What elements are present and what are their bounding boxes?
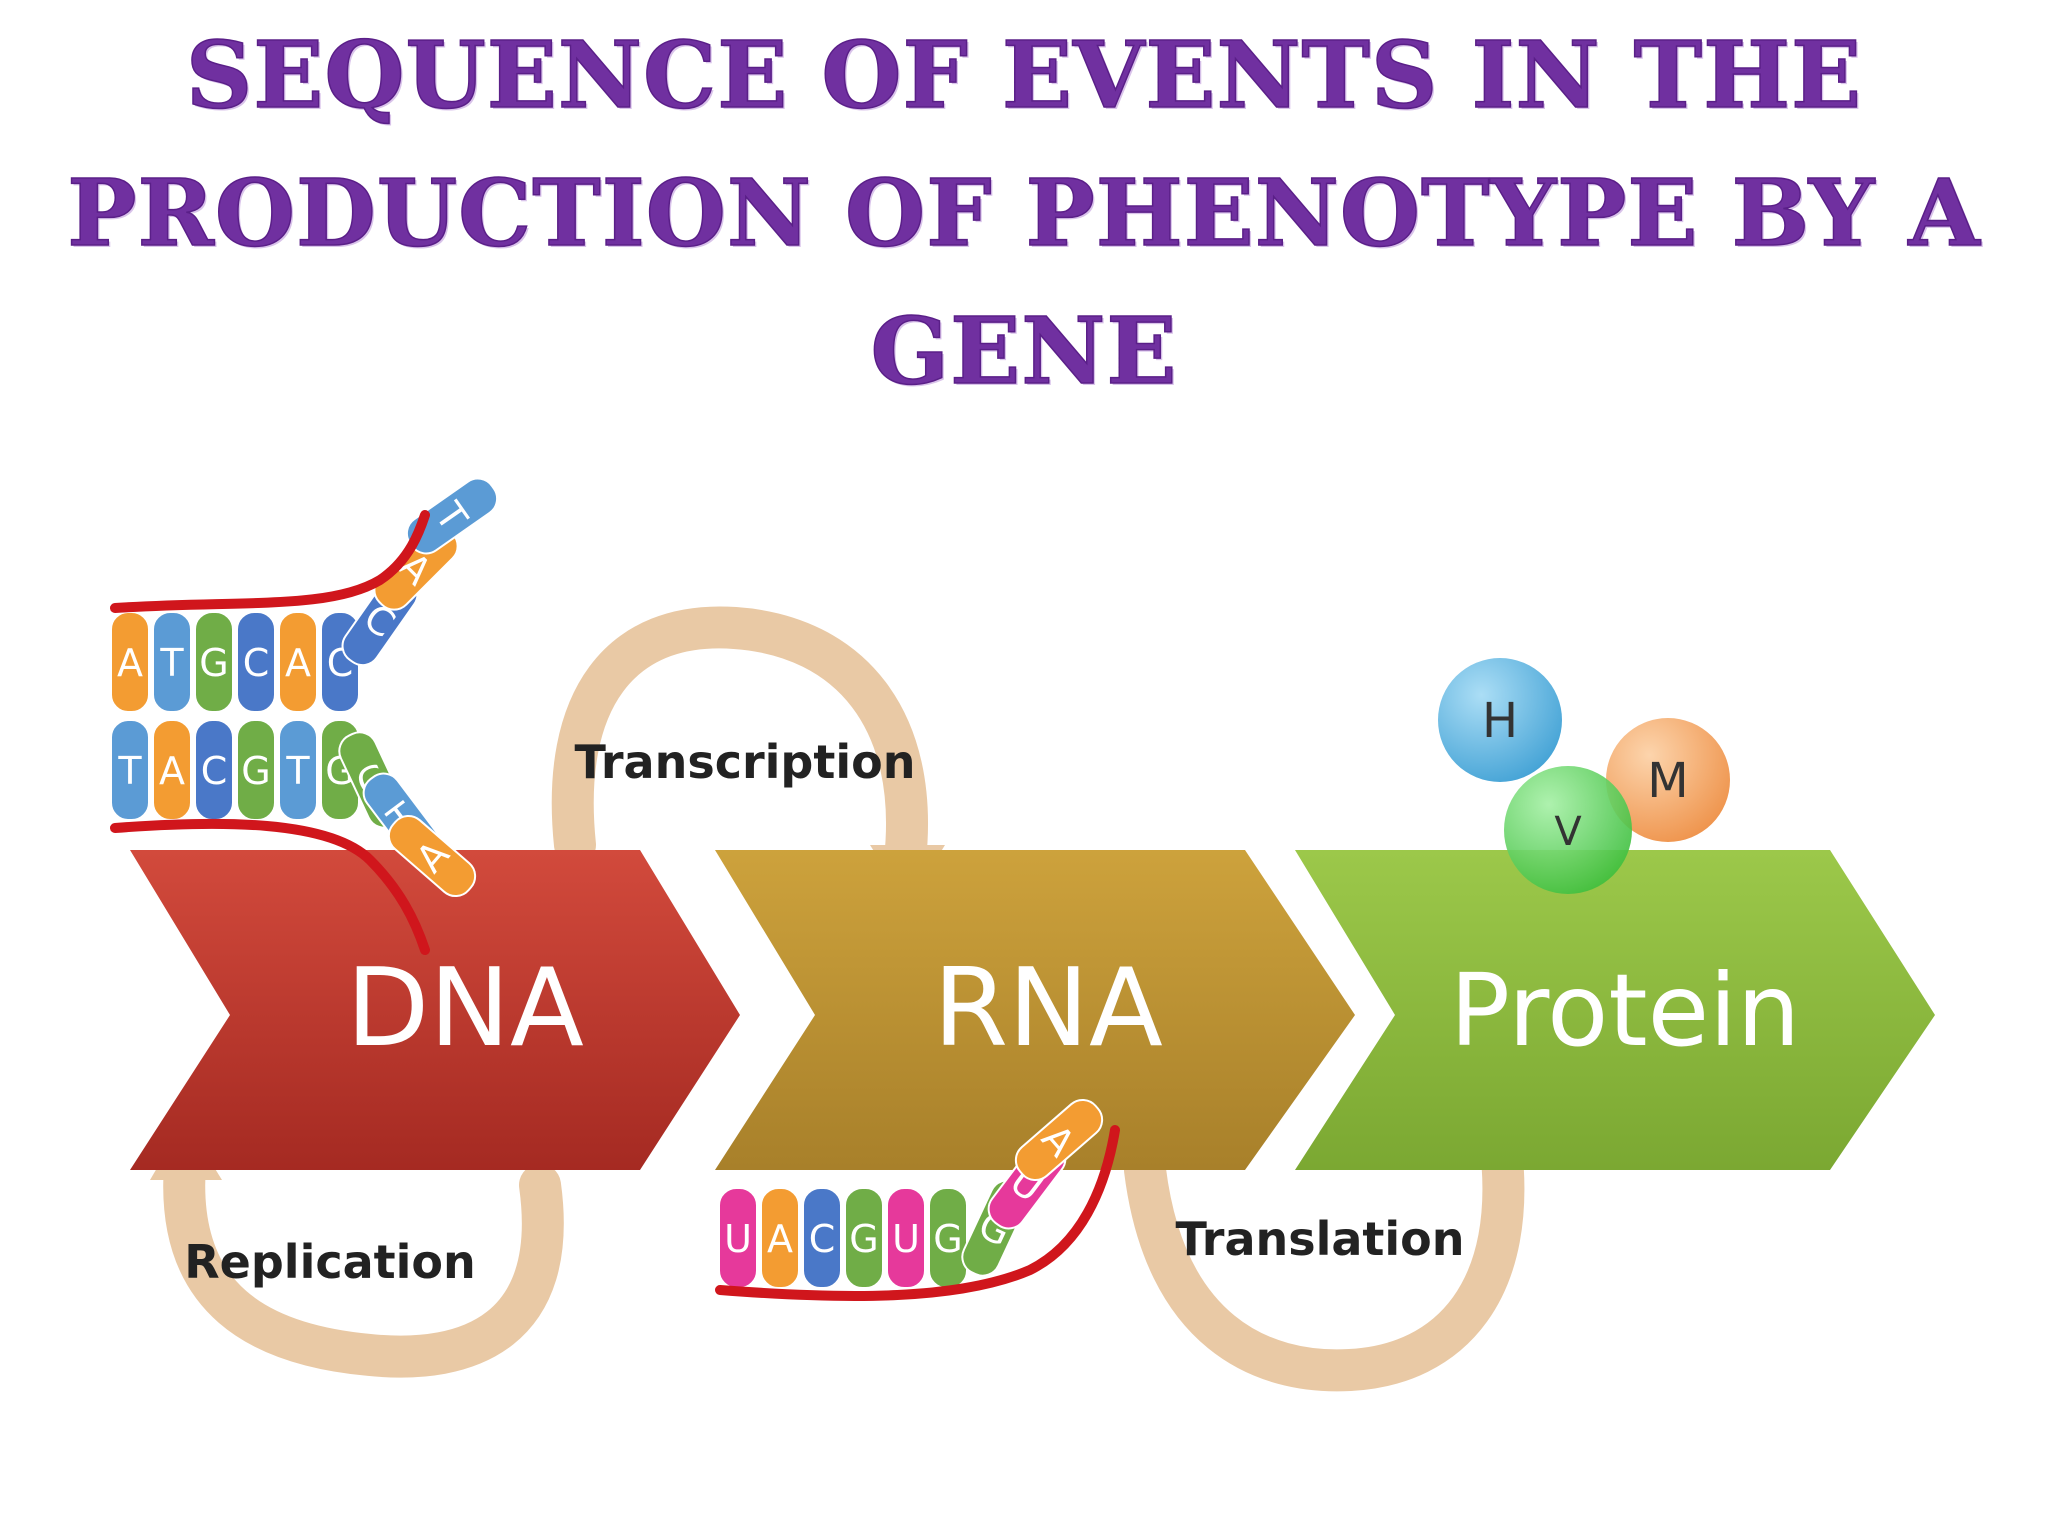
dna-bottom-base-letter: T	[285, 749, 310, 793]
rna-chevron	[715, 850, 1355, 1170]
dna-bottom-base-letter: C	[201, 749, 228, 793]
rna-base: G	[928, 1187, 968, 1289]
stage-label-rna: RNA	[933, 946, 1163, 1071]
dna-top-base-letter: A	[285, 641, 311, 685]
dna-bottom-base-letter: A	[159, 749, 185, 793]
dna-bottom-base: T	[278, 719, 318, 821]
dna-top-backbone	[110, 510, 430, 613]
dna-top-base: T	[152, 611, 192, 713]
stage-label-protein: Protein	[1450, 952, 1801, 1069]
amino-acid-m-label: M	[1647, 753, 1688, 809]
dna-bottom-base: G	[236, 719, 276, 821]
rna-base: U	[886, 1187, 926, 1289]
replication-label: Replication	[184, 1235, 476, 1289]
title-line-2: PRODUCTION OF PHENOTYPE BY A	[67, 158, 1981, 268]
title-line-3: GENE	[870, 296, 1178, 406]
rna-base-letter: C	[809, 1217, 836, 1261]
dna-top-base: G	[194, 611, 234, 713]
amino-acid-v-label: V	[1554, 809, 1582, 855]
title-line-1: SEQUENCE OF EVENTS IN THE	[185, 20, 1863, 130]
translation-label: Translation	[1175, 1212, 1464, 1266]
dna-top-base: A	[278, 611, 318, 713]
amino-acid-m: M	[1606, 718, 1730, 842]
dna-top-base-letter: C	[243, 641, 270, 685]
rna-base-letter: A	[767, 1217, 793, 1261]
slide-title: SEQUENCE OF EVENTS IN THE PRODUCTION OF …	[0, 0, 2048, 420]
rna-base-letter: G	[933, 1217, 962, 1261]
rna-base: A	[760, 1187, 800, 1289]
dna-top-base-letter: G	[199, 641, 228, 685]
dna-bottom-base-letter: G	[241, 749, 270, 793]
amino-acid-h-label: H	[1482, 693, 1518, 749]
dna-top-base: C	[236, 611, 276, 713]
dna-top-base-letter: A	[117, 641, 143, 685]
protein-chevron	[1295, 850, 1935, 1170]
amino-acid-v: V	[1504, 766, 1632, 894]
dna-bottom-base: A	[152, 719, 192, 821]
dna-bottom-base-letter: T	[117, 749, 142, 793]
rna-base-letter: G	[849, 1217, 878, 1261]
dna-top-base-letter: T	[159, 641, 184, 685]
dna-bottom-base: C	[194, 719, 234, 821]
dna-bottom-backbone	[110, 818, 430, 955]
rna-base: G	[844, 1187, 884, 1289]
rna-base-letter: U	[724, 1217, 752, 1261]
transcription-label: Transcription	[575, 735, 916, 789]
rna-base: U	[718, 1187, 758, 1289]
dna-chevron	[130, 850, 740, 1170]
rna-backbone	[715, 1125, 1120, 1301]
stage-label-dna: DNA	[346, 946, 584, 1071]
dna-top-base: A	[110, 611, 150, 713]
rna-base: C	[802, 1187, 842, 1289]
rna-base-letter: U	[892, 1217, 920, 1261]
dna-bottom-base: T	[110, 719, 150, 821]
amino-acid-h: H	[1438, 658, 1562, 782]
